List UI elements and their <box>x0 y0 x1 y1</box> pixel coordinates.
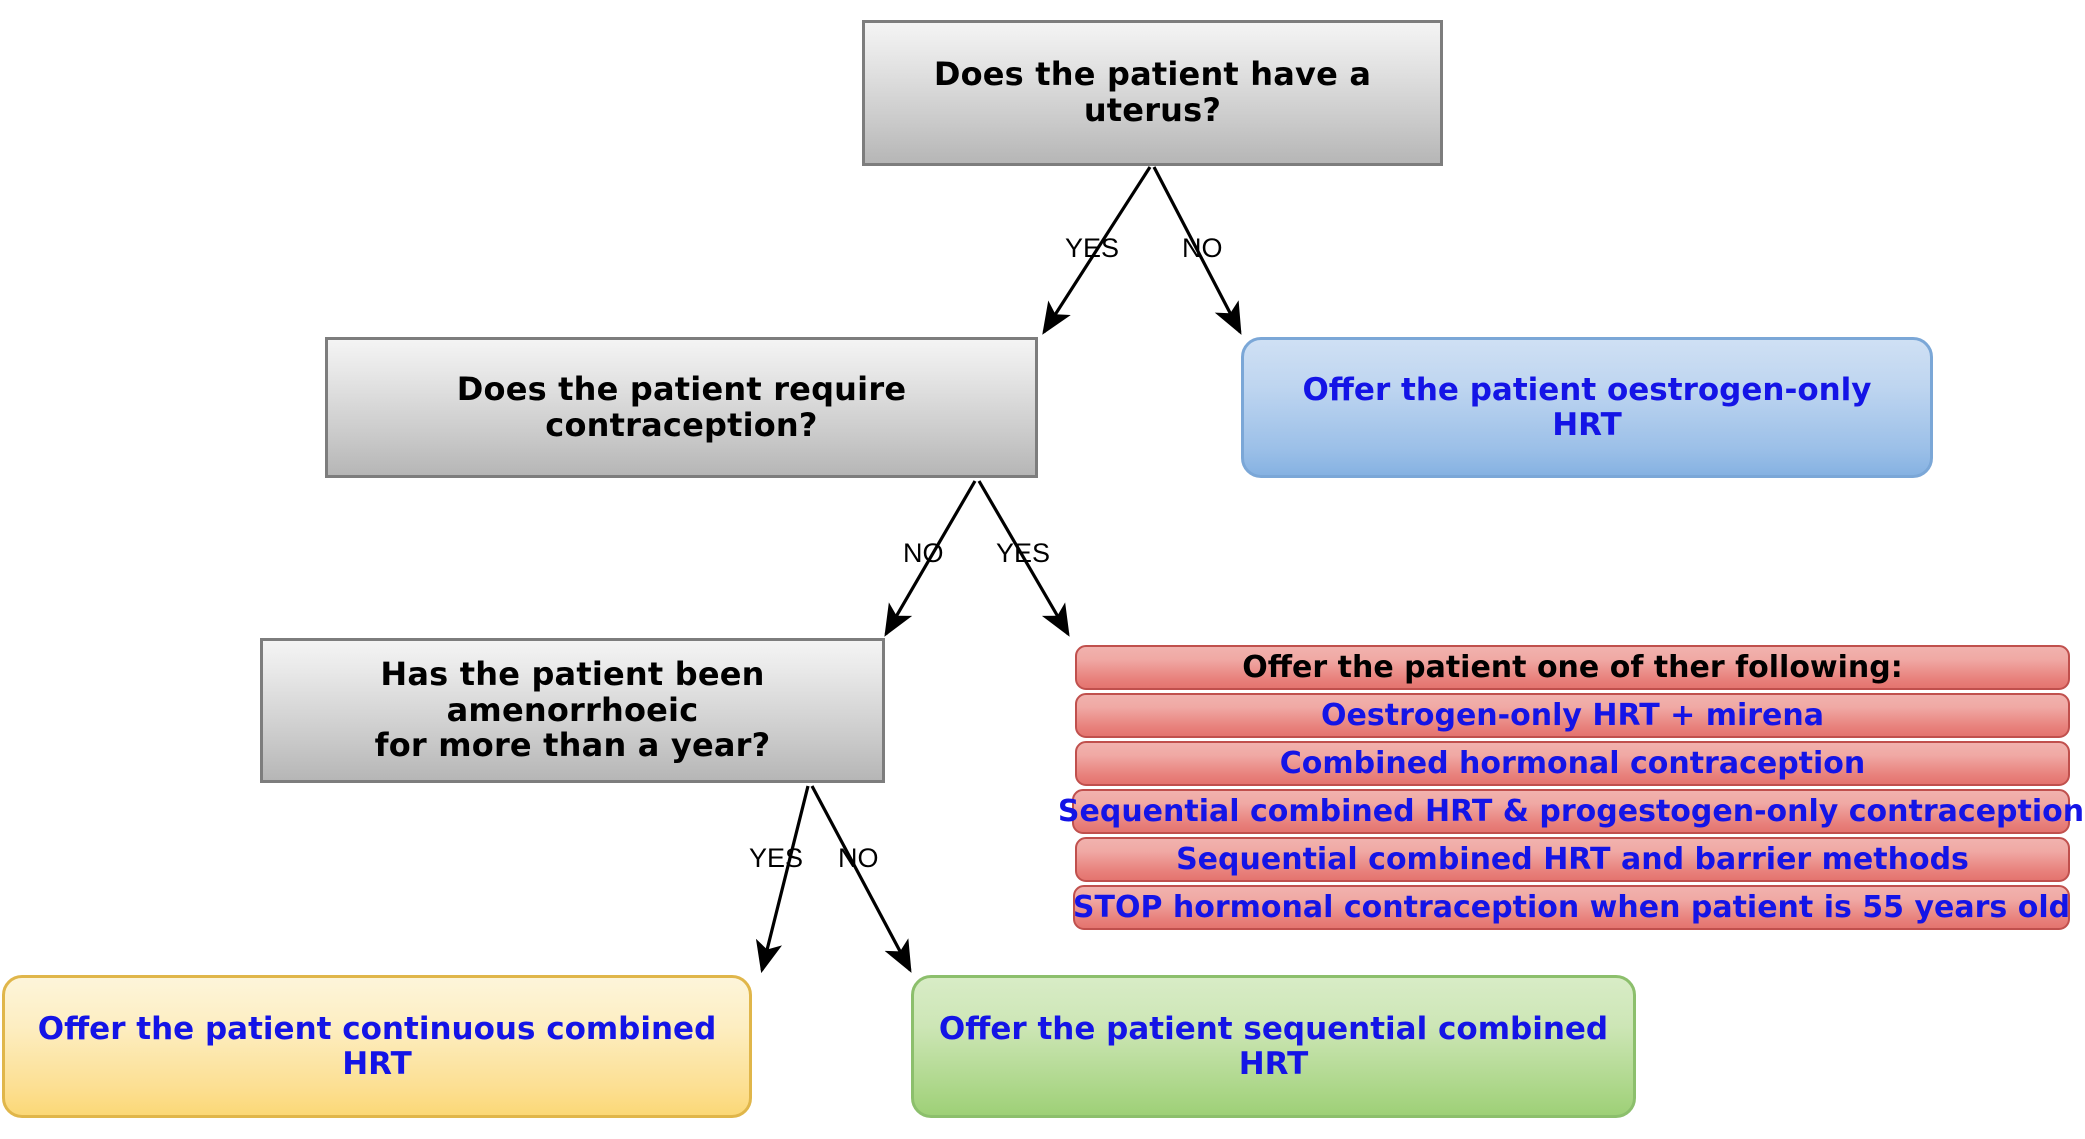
options-list-item-0[interactable]: Oestrogen-only HRT + mirena <box>1075 693 2070 738</box>
decision-label-amenorrhoeic: Has the patient been amenorrhoeic for mo… <box>277 654 868 765</box>
outcome-node-oestrogen-only[interactable]: Offer the patient oestrogen-only HRT <box>1241 337 1933 478</box>
options-list-item-4[interactable]: STOP hormonal contraception when patient… <box>1073 885 2070 930</box>
decision-label-amenorrhoeic-line2: for more than a year? <box>374 726 771 765</box>
decision-node-amenorrhoeic[interactable]: Has the patient been amenorrhoeic for mo… <box>260 638 885 783</box>
outcome-label-continuous-combined: Offer the patient continuous combined HR… <box>37 1010 717 1082</box>
decision-label-amenorrhoeic-line1: Has the patient been amenorrhoeic <box>380 654 765 729</box>
edge-amenorrhoeic-yes <box>755 785 810 974</box>
options-list-item-label-4: STOP hormonal contraception when patient… <box>1072 889 2071 925</box>
branch-label-contraception-yes: YES <box>996 538 1051 568</box>
decision-label-uterus: Does the patient have a uterus? <box>933 55 1372 129</box>
options-list-header-label: Offer the patient one of ther following: <box>1242 649 1903 685</box>
options-list-item-label-0: Oestrogen-only HRT + mirena <box>1321 697 1824 733</box>
options-list-item-3[interactable]: Sequential combined HRT and barrier meth… <box>1075 837 2070 882</box>
outcome-node-continuous-combined[interactable]: Offer the patient continuous combined HR… <box>2 975 752 1118</box>
decision-label-contraception: Does the patient require contraception? <box>456 369 907 444</box>
options-list-item-label-1: Combined hormonal contraception <box>1279 745 1866 781</box>
branch-label-amenorrhoeic-yes: YES <box>749 843 804 873</box>
branch-label-amenorrhoeic-no: NO <box>838 843 879 873</box>
decision-node-uterus[interactable]: Does the patient have a uterus? <box>862 20 1443 166</box>
edge-amenorrhoeic-no <box>810 785 912 973</box>
options-list-header-row[interactable]: Offer the patient one of ther following: <box>1075 645 2070 690</box>
outcome-node-sequential-combined[interactable]: Offer the patient sequential combined HR… <box>911 975 1636 1118</box>
branch-label-uterus-yes: YES <box>1065 233 1120 263</box>
options-list-item-label-2: Sequential combined HRT & progestogen-on… <box>1057 793 2085 829</box>
options-list-item-1[interactable]: Combined hormonal contraception <box>1075 741 2070 786</box>
outcome-label-oestrogen-only: Offer the patient oestrogen-only HRT <box>1302 371 1872 443</box>
branch-label-uterus-no: NO <box>1182 233 1223 263</box>
outcome-label-sequential-combined: Offer the patient sequential combined HR… <box>938 1010 1609 1082</box>
options-list-item-label-3: Sequential combined HRT and barrier meth… <box>1176 841 1969 877</box>
branch-label-contraception-no: NO <box>903 538 944 568</box>
decision-node-contraception[interactable]: Does the patient require contraception? <box>325 337 1038 478</box>
options-list-item-2[interactable]: Sequential combined HRT & progestogen-on… <box>1058 789 2084 834</box>
